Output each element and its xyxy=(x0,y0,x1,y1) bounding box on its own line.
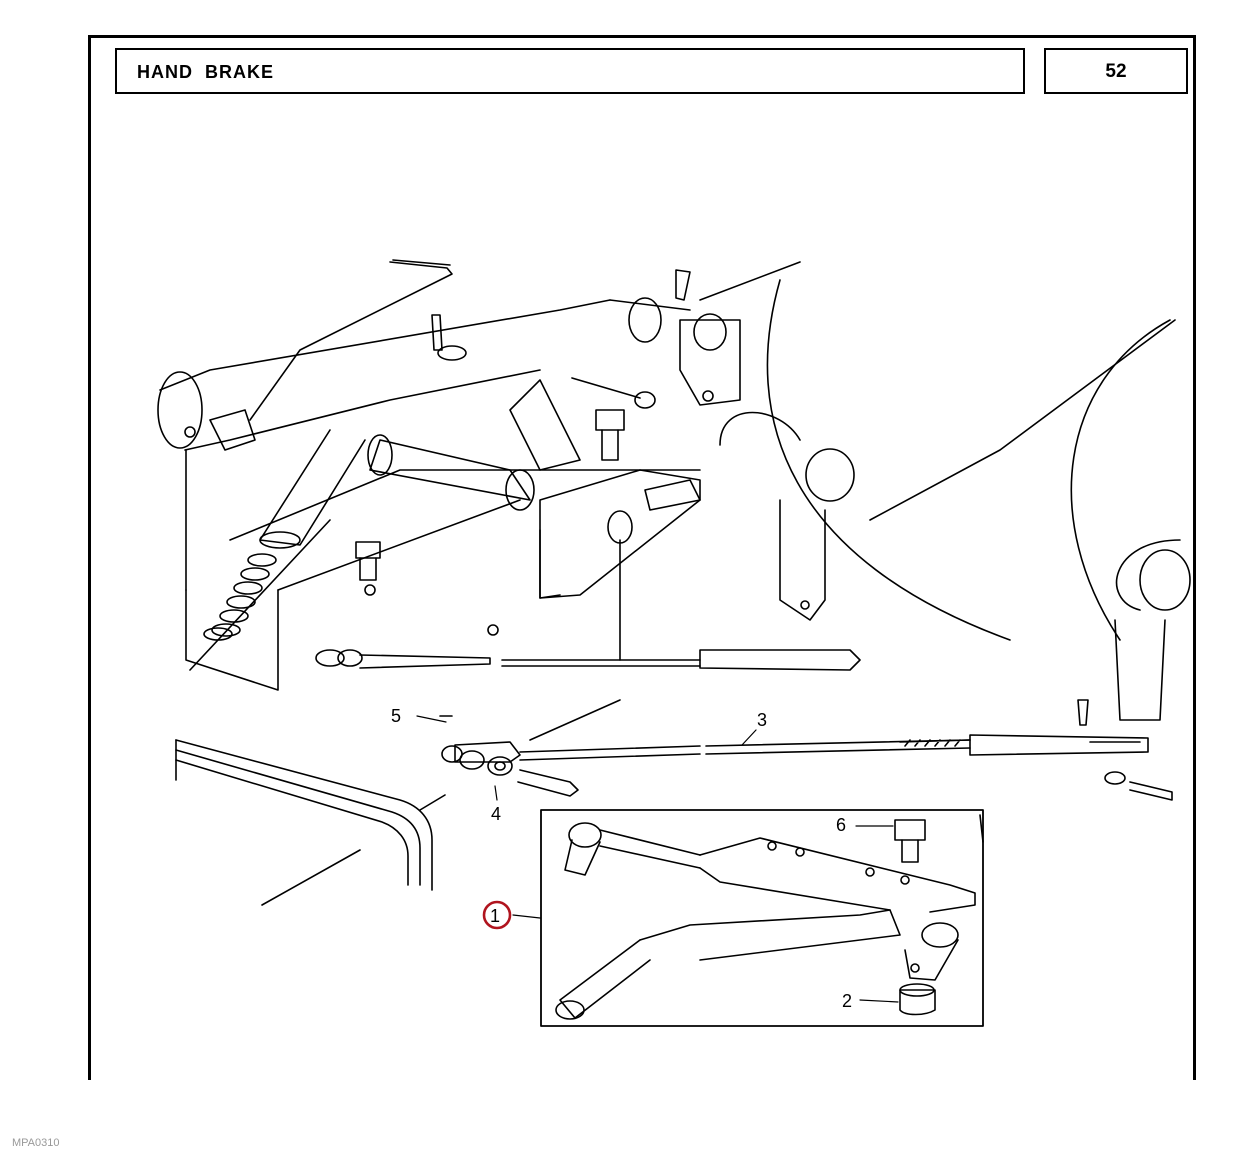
page-number: 52 xyxy=(1105,61,1127,82)
upper-linkage-rod xyxy=(315,649,861,671)
pivot-shaft xyxy=(367,261,801,511)
callout-1-highlight xyxy=(482,900,512,930)
inset-frame xyxy=(540,809,984,1027)
page-title: HAND BRAKE xyxy=(137,62,274,82)
ratchet-quadrant xyxy=(509,377,701,661)
housing-block xyxy=(185,449,701,691)
leader-lines xyxy=(416,715,899,1003)
drawing-code: MPA0310 xyxy=(12,1137,60,1149)
brake-rod-assembly xyxy=(439,699,1173,801)
hand-lever xyxy=(157,299,611,549)
page-number-box: 52 xyxy=(1044,48,1188,94)
callout-1: 1 xyxy=(490,906,500,926)
title-box: HAND BRAKE xyxy=(115,48,1025,94)
brake-wire xyxy=(249,259,453,421)
right-side-brackets xyxy=(719,279,1191,721)
callout-4: 4 xyxy=(491,804,501,824)
callout-6: 6 xyxy=(836,815,846,835)
housing-bolts xyxy=(355,314,625,581)
inset-lever-assembly xyxy=(555,814,984,1020)
coil-spring xyxy=(203,553,277,641)
mounting-plate xyxy=(175,739,446,906)
callout-2: 2 xyxy=(842,991,852,1011)
callout-3: 3 xyxy=(757,710,767,730)
callout-5: 5 xyxy=(391,706,401,726)
page-frame xyxy=(88,35,1196,1080)
